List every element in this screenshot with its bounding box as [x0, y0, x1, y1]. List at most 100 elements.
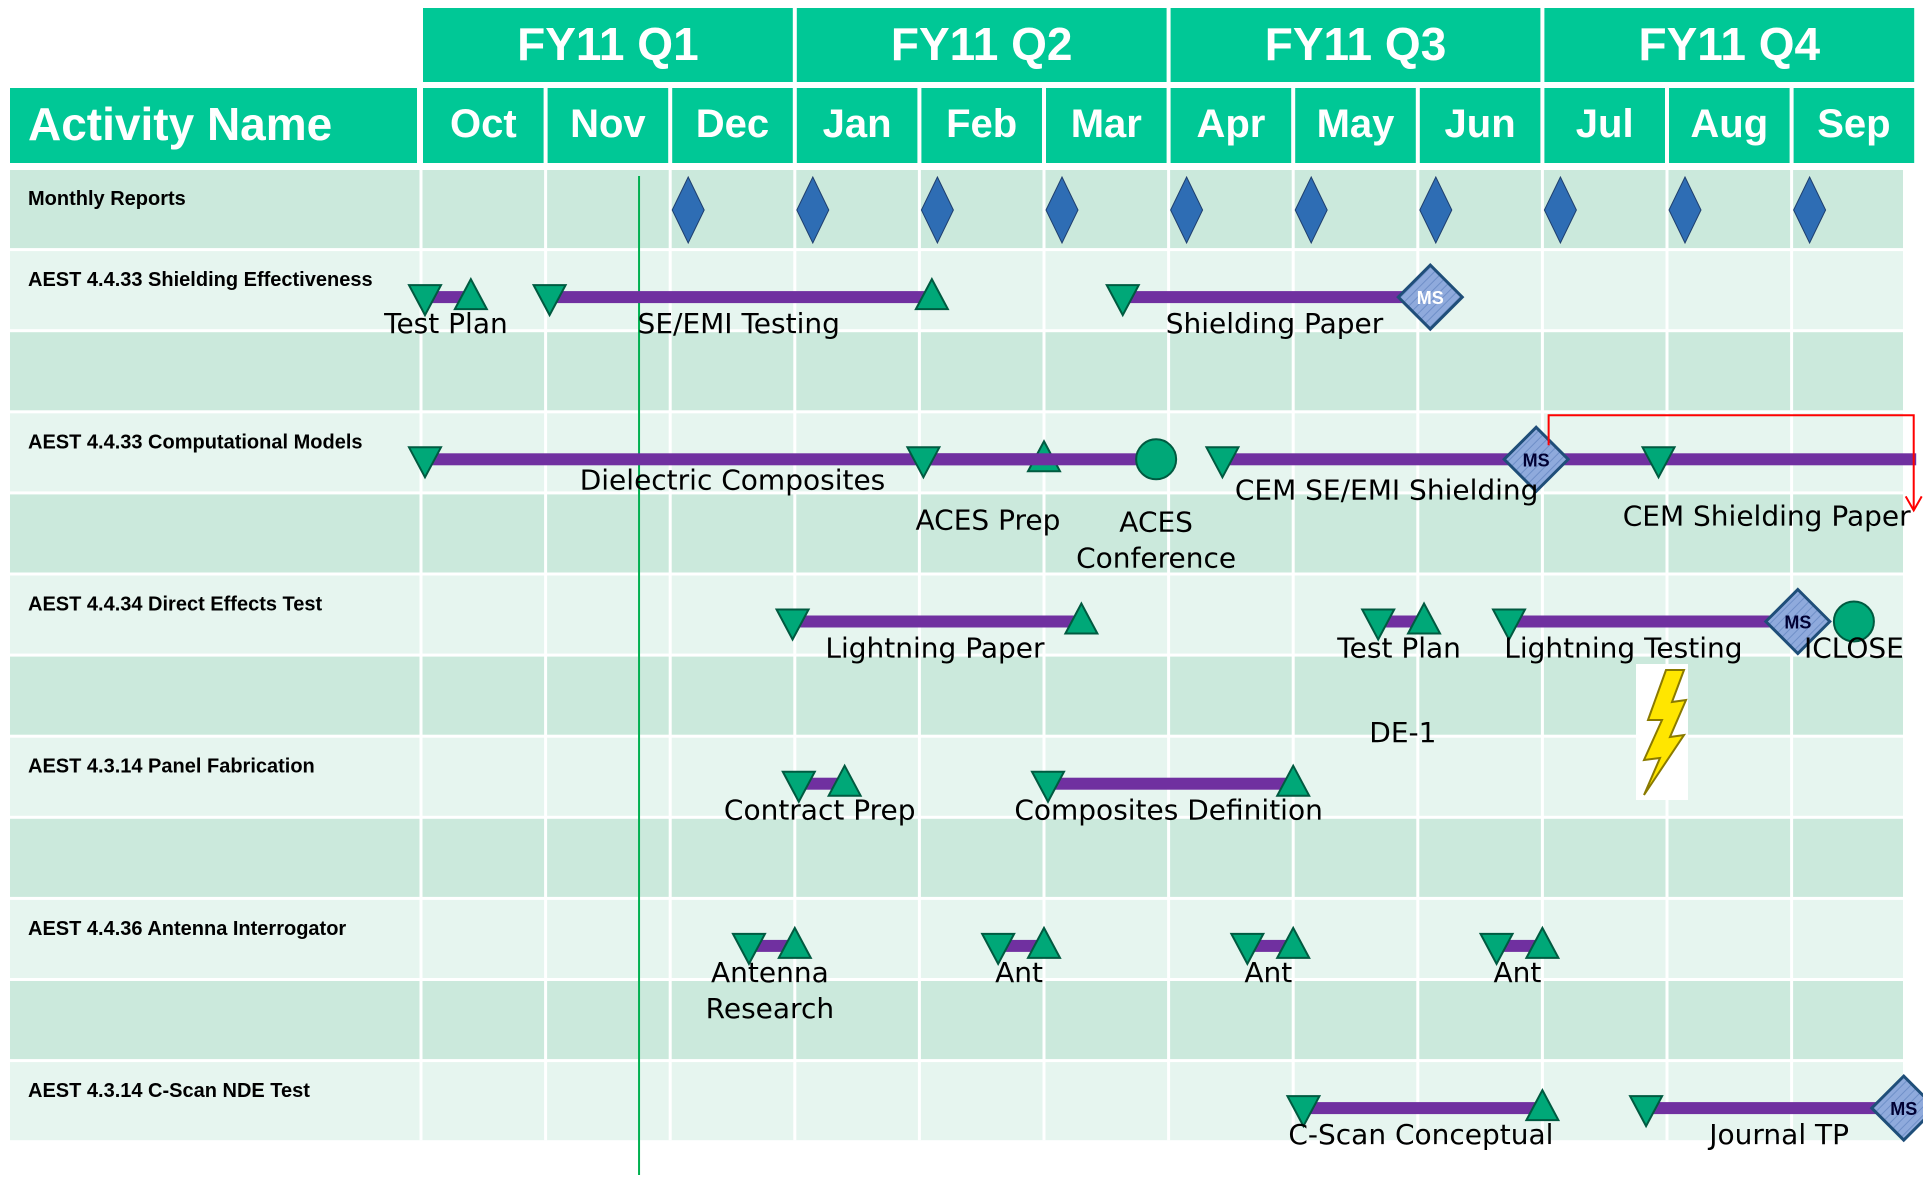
table-row: [10, 332, 1903, 411]
month-header-cell: [796, 88, 918, 163]
activity-bar: [1044, 777, 1294, 790]
report-diamond: [1045, 175, 1079, 245]
milestone-diamond-shape: [1396, 262, 1465, 332]
activity-bar: [1654, 453, 1917, 466]
table-row: [10, 981, 1903, 1060]
end-triangle-marker: [1524, 1087, 1561, 1122]
month-header-cell: [1170, 88, 1292, 163]
row-label: AEST 4.3.14 C-Scan NDE Test: [28, 1080, 310, 1102]
report-diamond: [1419, 175, 1453, 245]
activity-label: Lightning Paper: [825, 632, 1045, 665]
activity-bar: [788, 615, 1082, 628]
month-header-dec: Dec: [696, 102, 769, 146]
start-triangle-marker: [1360, 608, 1396, 642]
activity-label: ICLOSE: [1804, 632, 1904, 665]
milestone-label: MS: [1417, 288, 1444, 308]
activity-label: Shielding Paper: [1166, 307, 1384, 340]
activity-label: Test Plan: [383, 307, 508, 340]
activity-bar: [1505, 615, 1798, 628]
table-row: [10, 413, 1903, 492]
milestone-label: MS: [1890, 1099, 1917, 1119]
row-label: AEST 4.3.14 Panel Fabrication: [28, 756, 315, 778]
quarter-header-label: FY11 Q1: [517, 18, 699, 70]
milestone-label: MS: [1523, 450, 1550, 470]
month-header-apr: Apr: [1196, 102, 1265, 146]
end-triangle-marker: [1275, 925, 1311, 959]
dependency-arrowhead: [1904, 495, 1923, 513]
table-row: [10, 494, 1903, 573]
month-header-cell: [547, 88, 669, 163]
table-row: [10, 737, 1903, 816]
start-triangle-marker: [774, 608, 811, 642]
activity-label: Ant: [1494, 956, 1542, 989]
month-header-jun: Jun: [1445, 102, 1516, 146]
activity-label: CEM SE/EMI Shielding: [1235, 473, 1539, 506]
report-diamond: [920, 175, 954, 245]
row-label: AEST 4.4.36 Antenna Interrogator: [28, 918, 346, 940]
month-header-oct: Oct: [450, 102, 517, 146]
month-header-may: May: [1317, 102, 1396, 146]
start-triangle-marker: [1030, 770, 1066, 804]
start-triangle-marker: [731, 932, 767, 967]
milestone-diamond-shape: [1869, 1073, 1923, 1143]
month-header-jul: Jul: [1576, 102, 1634, 146]
report-diamond: [1793, 175, 1827, 245]
quarter-header-label: FY11 Q3: [1265, 18, 1447, 70]
start-triangle-marker: [531, 284, 568, 318]
activity-label: Ant: [1244, 956, 1292, 989]
month-header-nov: Nov: [570, 102, 646, 146]
month-header-cell: [921, 88, 1042, 163]
activity-label: Dielectric Composites: [580, 463, 886, 496]
month-header-aug: Aug: [1690, 102, 1768, 146]
row-label: AEST 4.4.33 Computational Models: [28, 431, 363, 453]
activity-label: Composites Definition: [1014, 794, 1323, 827]
activity-bar: [1218, 453, 1667, 466]
activity-bar: [545, 291, 932, 304]
activity-bar: [1118, 291, 1431, 304]
start-triangle-marker: [1640, 446, 1677, 480]
event-circle-marker: [1832, 600, 1875, 643]
quarter-header-label: FY11 Q4: [1639, 18, 1821, 70]
start-triangle-marker: [1204, 446, 1241, 480]
quarter-header-cell: [423, 8, 793, 82]
month-header-mar: Mar: [1071, 102, 1142, 146]
quarter-header-label: FY11 Q2: [891, 18, 1073, 70]
end-triangle-marker: [453, 276, 489, 311]
start-triangle-marker: [1229, 932, 1266, 967]
activity-label: Antenna: [711, 956, 829, 989]
month-header-cell: [1669, 88, 1790, 163]
quarter-header-cell: [1170, 8, 1541, 82]
start-triangle-marker: [1105, 284, 1141, 318]
end-triangle-marker: [1524, 925, 1561, 959]
table-row: [10, 1062, 1903, 1141]
dependency-arrow: [1547, 414, 1915, 511]
end-triangle-marker: [1063, 601, 1100, 635]
start-triangle-marker: [980, 932, 1016, 967]
start-triangle-marker: [1285, 1095, 1322, 1129]
report-diamond: [796, 175, 830, 245]
end-triangle-marker: [1275, 763, 1311, 797]
activity-label: SE/EMI Testing: [638, 307, 840, 340]
milestone-diamond: MS: [1502, 425, 1571, 494]
report-diamond: [1543, 175, 1577, 245]
end-triangle-marker: [1406, 601, 1442, 635]
report-diamond: [671, 175, 705, 245]
month-header-cell: [1419, 88, 1541, 163]
start-triangle-marker: [407, 284, 443, 318]
month-header-cell: [1295, 88, 1416, 163]
start-triangle-marker: [781, 770, 817, 804]
month-header-cell: [423, 88, 544, 163]
end-triangle-marker: [777, 925, 813, 959]
end-triangle-marker: [1026, 925, 1062, 959]
de1-label: DE-1: [1369, 716, 1436, 749]
month-header-cell: [1544, 88, 1665, 163]
row-label: Monthly Reports: [28, 188, 186, 210]
start-triangle-marker: [407, 446, 443, 480]
milestone-diamond: MS: [1869, 1073, 1923, 1143]
month-header-cell: [1046, 88, 1167, 163]
activity-label: Research: [706, 992, 834, 1025]
activity-label: CEM Shielding Paper: [1623, 499, 1911, 532]
milestone-diamond: MS: [1763, 587, 1832, 656]
quarter-header-cell: [1544, 8, 1915, 82]
